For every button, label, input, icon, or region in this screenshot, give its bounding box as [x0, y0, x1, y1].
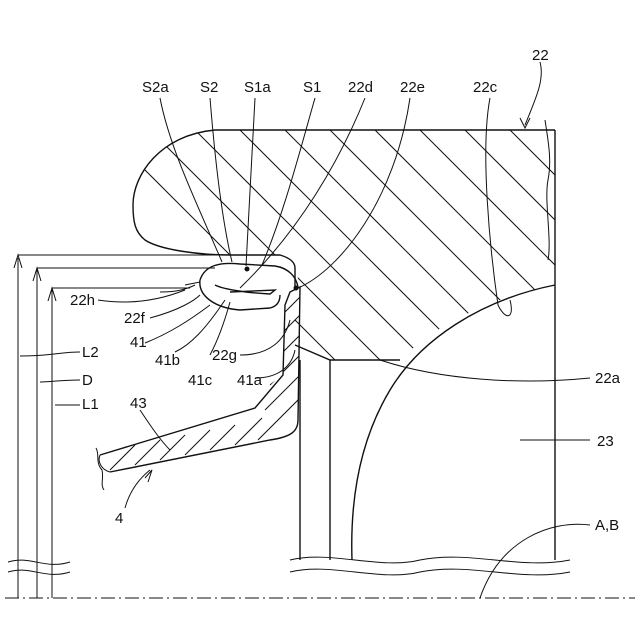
label-22d: 22d — [348, 79, 373, 96]
label-l2: L2 — [82, 344, 99, 361]
label-22: 22 — [532, 47, 549, 64]
label-41a: 41a — [237, 372, 263, 389]
break-lines — [8, 557, 570, 575]
label-41b: 41b — [155, 352, 180, 369]
contact-point-22e — [294, 286, 299, 291]
label-22e: 22e — [400, 79, 425, 96]
label-22g: 22g — [212, 347, 237, 364]
label-23: 23 — [597, 433, 614, 450]
rotor-23 — [352, 120, 555, 560]
reference-labels: 22 S2a S2 S1a S1 22d 22e 22c 22h 22f 41 … — [70, 47, 621, 534]
contact-point-s1 — [245, 267, 250, 272]
label-22c: 22c — [473, 79, 498, 96]
label-s2: S2 — [200, 79, 218, 96]
label-s1a: S1a — [244, 79, 271, 96]
housing-hatching — [105, 130, 640, 360]
label-22h: 22h — [70, 292, 95, 309]
label-s1: S1 — [303, 79, 321, 96]
label-22a: 22a — [595, 370, 621, 387]
housing-22-section — [105, 130, 640, 360]
label-43: 43 — [130, 395, 147, 412]
label-d: D — [82, 372, 93, 389]
label-s2a: S2a — [142, 79, 169, 96]
housing-inner-step — [295, 345, 400, 360]
label-l1: L1 — [82, 396, 99, 413]
label-41: 41 — [130, 334, 147, 351]
label-4: 4 — [115, 510, 123, 527]
housing-outline — [133, 130, 555, 290]
label-a-b: A,B — [595, 517, 619, 534]
label-22f: 22f — [124, 310, 146, 327]
label-41c: 41c — [188, 372, 213, 389]
rotor-arc-22a — [352, 285, 555, 560]
